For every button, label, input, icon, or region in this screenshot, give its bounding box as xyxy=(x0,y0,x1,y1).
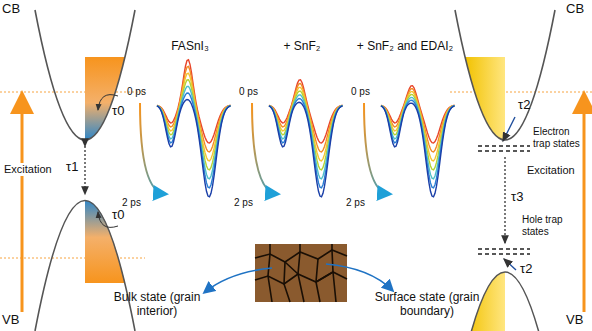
spectrum-curve xyxy=(157,100,231,197)
time-label: 0 ps xyxy=(351,86,370,98)
region-label: Surface state (grain boundary) xyxy=(352,291,502,319)
valence-band xyxy=(35,201,135,331)
sample-label: + SnF₂ and EDAI₂ xyxy=(344,40,466,54)
band-label: VB xyxy=(566,313,583,328)
band-label: CB xyxy=(2,2,20,17)
region-label: Bulk state (grain interior) xyxy=(92,291,222,319)
sample-label: + SnF₂ xyxy=(247,40,357,54)
lifetime-label: τ0 xyxy=(112,208,124,223)
trapping-arrow xyxy=(503,117,515,141)
time-arrow xyxy=(252,103,277,194)
time-arrow xyxy=(140,103,165,194)
spectrum-curve xyxy=(157,73,231,161)
trap-label: Electron trap states xyxy=(533,126,589,149)
spectrum-curve xyxy=(381,103,455,197)
trapping-arrow xyxy=(504,259,516,270)
carrier-distribution xyxy=(85,200,125,283)
excitation-arrow xyxy=(21,96,24,312)
carrier-distribution xyxy=(85,57,125,140)
lifetime-label: τ1 xyxy=(66,160,78,175)
conduction-band xyxy=(35,10,135,140)
spectra xyxy=(140,60,455,197)
grain-micrograph xyxy=(255,244,347,302)
pointer-arrow xyxy=(205,268,272,292)
lifetime-label: τ2 xyxy=(518,98,530,113)
time-label: 0 ps xyxy=(127,86,146,98)
time-label: 2 ps xyxy=(346,197,365,209)
band-label: CB xyxy=(566,2,584,17)
sample-label: FASnI₃ xyxy=(135,40,245,54)
carrier-distribution xyxy=(465,57,505,140)
excitation-label: Excitation xyxy=(526,164,576,177)
excitation-arrow xyxy=(583,96,586,312)
trap-label: Hole trap states xyxy=(522,214,574,237)
time-label: 2 ps xyxy=(122,197,141,209)
grain-boundary xyxy=(255,244,347,302)
excitation-label: Excitation xyxy=(3,163,53,176)
trap-state xyxy=(478,146,530,254)
spectrum-curve xyxy=(157,80,231,170)
recombination-arrow xyxy=(84,146,85,194)
conduction-band xyxy=(455,10,555,140)
lifetime-label: τ3 xyxy=(511,190,523,205)
time-arrow xyxy=(364,103,389,194)
time-label: 0 ps xyxy=(239,86,258,98)
spectrum-curve xyxy=(269,102,343,197)
lifetime-label: τ0 xyxy=(112,104,124,119)
lifetime-label: τ2 xyxy=(520,262,532,277)
band-label: VB xyxy=(2,313,19,328)
recombination-arrow xyxy=(504,157,505,243)
pointer-arrow xyxy=(326,264,392,290)
time-label: 2 ps xyxy=(234,197,253,209)
